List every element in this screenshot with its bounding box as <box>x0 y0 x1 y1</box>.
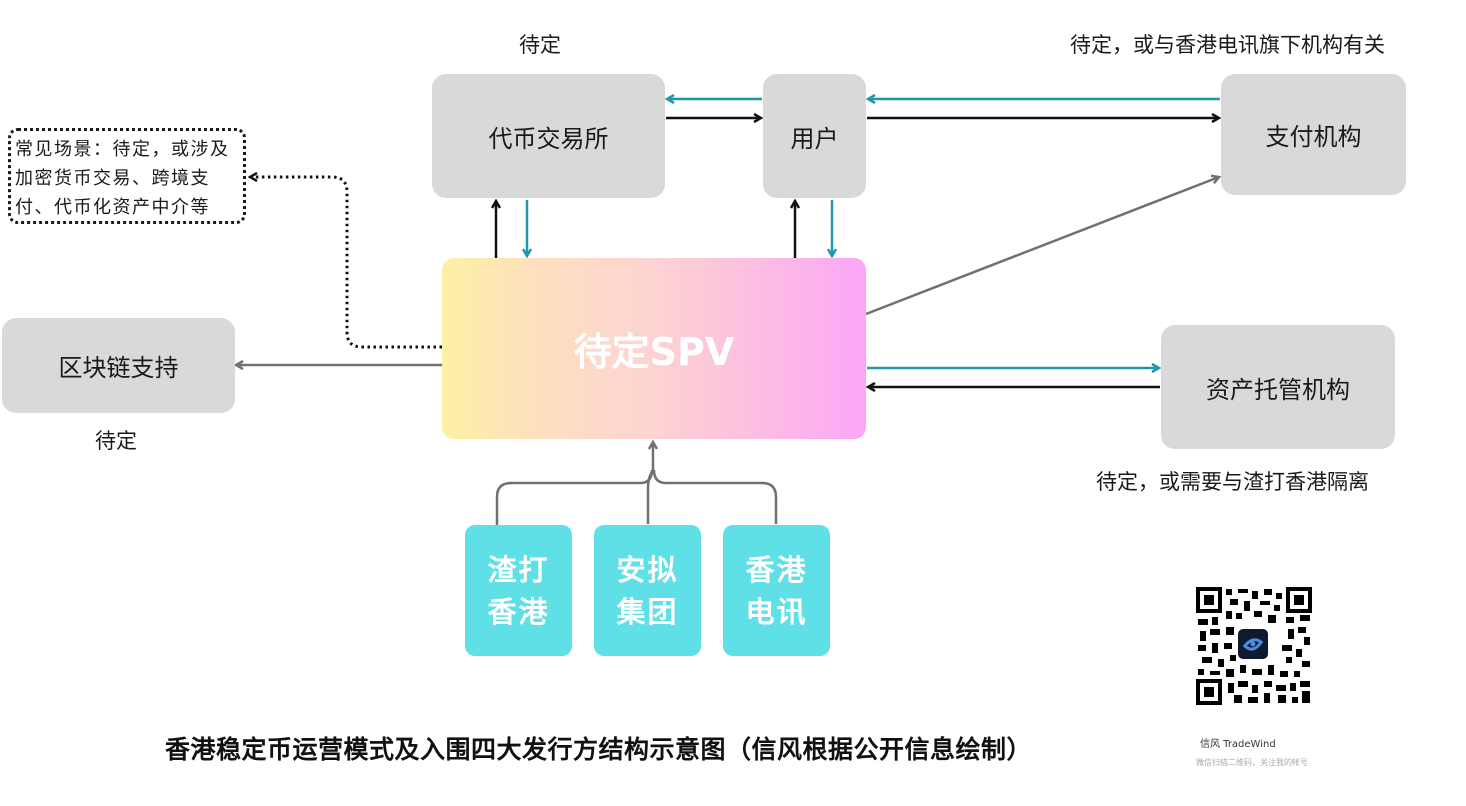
node-blockchain-support-label: 区块链支持 <box>58 354 179 382</box>
node-user[interactable]: 用户 <box>763 74 866 198</box>
issuer-label-line1: 渣打 <box>487 552 550 587</box>
node-payment-institution-label: 支付机构 <box>1265 123 1362 151</box>
qr-account-name: 信风 TradeWind <box>1200 739 1276 750</box>
node-user-label: 用户 <box>790 124 839 153</box>
issuer-label-line2: 香港 <box>487 594 550 629</box>
blockchain-note: 待定 <box>95 429 137 453</box>
qr-code-icon <box>1190 585 1325 711</box>
payment-note: 待定，或与香港电讯旗下机构有关 <box>1070 33 1385 57</box>
node-payment-institution[interactable]: 支付机构 <box>1221 74 1406 195</box>
issuer-label-line2: 集团 <box>616 594 679 629</box>
custody-note: 待定，或需要与渣打香港隔离 <box>1096 470 1369 494</box>
issuer-hkt[interactable]: 香港 电讯 <box>723 525 830 656</box>
qr-scan-hint: 微信扫描二维码，关注我的帐号 <box>1196 758 1308 767</box>
issuer-animoca-group[interactable]: 安拟 集团 <box>594 525 701 656</box>
arrow-spv-to-scenario <box>250 177 442 349</box>
issuer-label-line1: 安拟 <box>616 552 679 587</box>
scenario-note-line: 付、代币化资产中介等 <box>15 197 210 218</box>
issuer-standard-chartered-hk[interactable]: 渣打 香港 <box>465 525 572 656</box>
connector-issuer-3 <box>652 469 778 524</box>
issuer-label-line1: 香港 <box>745 552 808 587</box>
scenario-note: 常见场景：待定，或涉及 加密货币交易、跨境支 付、代币化资产中介等 <box>8 128 246 224</box>
node-spv[interactable]: 待定SPV <box>442 258 866 439</box>
diagram-title: 香港稳定币运营模式及入围四大发行方结构示意图（信风根据公开信息绘制） <box>165 735 1033 764</box>
node-asset-custody[interactable]: 资产托管机构 <box>1161 325 1395 449</box>
issuer-label-line2: 电讯 <box>745 594 808 629</box>
node-token-exchange[interactable]: 代币交易所 <box>432 74 665 198</box>
connector-issuer-2 <box>646 471 654 524</box>
exchange-note: 待定 <box>519 33 561 57</box>
scenario-note-line: 加密货币交易、跨境支 <box>15 168 210 189</box>
node-blockchain-support[interactable]: 区块链支持 <box>2 318 235 413</box>
node-token-exchange-label: 代币交易所 <box>488 124 609 153</box>
node-asset-custody-label: 资产托管机构 <box>1206 375 1350 404</box>
scenario-note-line: 常见场景：待定，或涉及 <box>15 139 230 160</box>
arrow-spv-to-payment <box>865 177 1219 316</box>
qr-code-graphic <box>1190 585 1316 707</box>
node-spv-label: 待定SPV <box>573 330 735 374</box>
